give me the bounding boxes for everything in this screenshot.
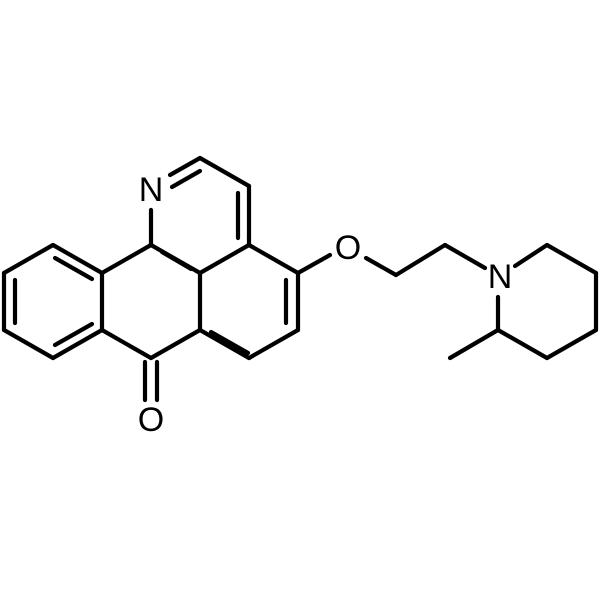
atom-label-O-ether: O <box>335 229 361 267</box>
bond <box>544 327 599 361</box>
bond <box>50 242 105 276</box>
benzo-ring <box>1 242 105 361</box>
central-ring <box>99 242 203 403</box>
bond <box>197 327 252 361</box>
double-bond-inner <box>52 255 95 282</box>
bond <box>363 255 399 278</box>
pyridine-ring <box>148 155 252 272</box>
bond <box>512 242 550 269</box>
bond <box>99 242 154 276</box>
right-aromatic-ring <box>197 242 301 361</box>
bond <box>495 327 550 361</box>
double-bond-inner <box>208 329 251 356</box>
double-bond-inner <box>169 168 203 190</box>
bond <box>246 242 301 276</box>
atom-labels: N O N O <box>138 171 513 439</box>
atom-label-O-carbonyl: O <box>138 401 164 439</box>
piperidine-ring <box>447 242 599 361</box>
bond <box>167 155 203 178</box>
bond <box>1 327 56 361</box>
bond <box>295 252 333 276</box>
methyl-bond <box>447 327 501 361</box>
bond <box>544 242 599 276</box>
atom-label-N1: N <box>139 171 164 209</box>
bond <box>393 242 448 278</box>
bond <box>197 155 252 189</box>
atom-label-N2: N <box>488 258 513 296</box>
double-bond-inner <box>159 249 194 272</box>
bond <box>246 327 301 361</box>
bond <box>1 242 56 276</box>
bond <box>442 242 488 271</box>
double-bond-inner <box>52 321 95 348</box>
bond <box>148 327 203 361</box>
bond <box>99 327 154 361</box>
ether-chain <box>295 242 488 278</box>
bond <box>197 242 252 276</box>
bond <box>50 327 105 361</box>
